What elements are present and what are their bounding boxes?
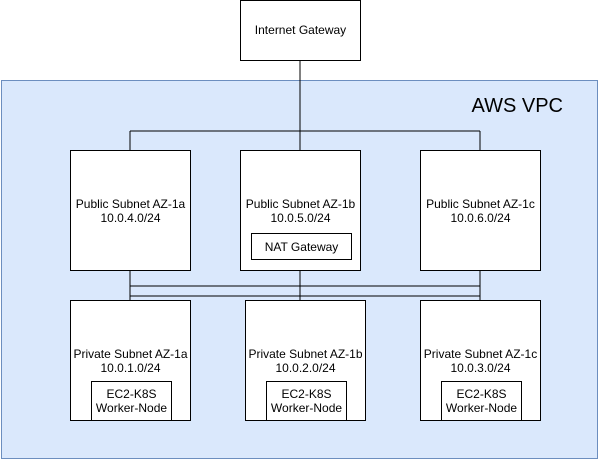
nat-gateway-box[interactable]: NAT Gateway [251,233,352,260]
private-subnet-az-1b[interactable]: Private Subnet AZ-1b 10.0.2.0/24 EC2-K8S… [245,300,366,421]
subnet-name: Public Subnet AZ-1b [245,197,356,211]
private-subnet-az-1a[interactable]: Private Subnet AZ-1a 10.0.1.0/24 EC2-K8S… [70,300,191,421]
worker-node-line1: EC2-K8S [456,387,507,401]
private-subnet-az-1c[interactable]: Private Subnet AZ-1c 10.0.3.0/24 EC2-K8S… [420,300,541,421]
public-subnet-az-1c[interactable]: Public Subnet AZ-1c 10.0.6.0/24 [420,150,541,271]
subnet-cidr: 10.0.2.0/24 [275,361,336,375]
subnet-cidr: 10.0.5.0/24 [270,211,331,225]
subnet-cidr: 10.0.4.0/24 [100,211,161,225]
worker-node-line1: EC2-K8S [281,387,332,401]
subnet-name: Private Subnet AZ-1a [73,347,188,361]
worker-node-line2: Worker-Node [95,401,168,415]
worker-node-line1: EC2-K8S [106,387,157,401]
public-subnet-az-1b[interactable]: Public Subnet AZ-1b 10.0.5.0/24 NAT Gate… [240,150,361,271]
internet-gateway-box[interactable]: Internet Gateway [240,0,361,61]
worker-node-line2: Worker-Node [270,401,343,415]
worker-node-line2: Worker-Node [445,401,518,415]
worker-node-box[interactable]: EC2-K8S Worker-Node [266,381,347,421]
subnet-cidr: 10.0.6.0/24 [450,211,511,225]
subnet-name: Private Subnet AZ-1b [248,347,363,361]
subnet-name: Public Subnet AZ-1c [426,197,535,211]
subnet-cidr: 10.0.3.0/24 [450,361,511,375]
subnet-name: Public Subnet AZ-1a [75,197,186,211]
public-subnet-az-1a[interactable]: Public Subnet AZ-1a 10.0.4.0/24 [70,150,191,271]
worker-node-box[interactable]: EC2-K8S Worker-Node [441,381,522,421]
nat-gateway-label: NAT Gateway [264,239,339,254]
subnet-name: Private Subnet AZ-1c [423,347,538,361]
vpc-label: AWS VPC [471,95,564,117]
subnet-cidr: 10.0.1.0/24 [100,361,161,375]
internet-gateway-label: Internet Gateway [254,23,347,37]
worker-node-box[interactable]: EC2-K8S Worker-Node [91,381,172,421]
